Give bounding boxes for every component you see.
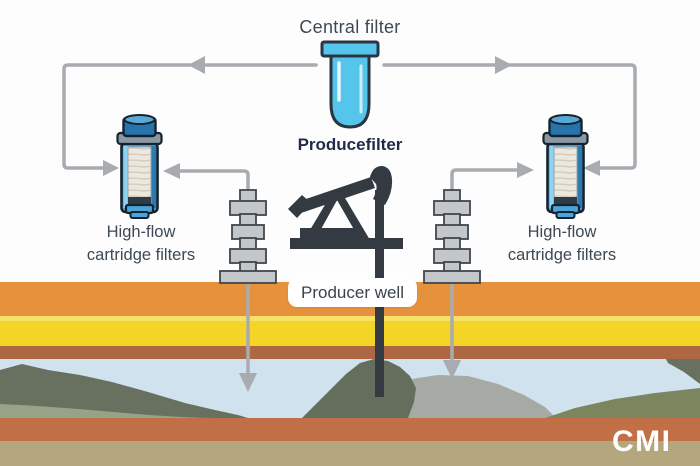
layer-yellow-top-strip (0, 316, 700, 321)
sage-strip-left (0, 404, 220, 418)
arrowhead-down-icon (239, 373, 257, 392)
layer-subsoil-rust (0, 418, 700, 441)
right-cartridge-label: High-flow cartridge filters (482, 221, 642, 267)
cmi-logo: CMI (612, 425, 672, 458)
arrowhead-left-icon (163, 163, 180, 179)
central-filter-cap (320, 40, 380, 58)
pumpjack-horsehead (370, 166, 393, 205)
arrowhead-right-icon (517, 162, 534, 178)
cartridge-filter-icon-left (116, 113, 163, 220)
arrowhead-right-icon (495, 56, 512, 74)
flow-line-left-loop (62, 63, 318, 170)
arrowhead-right-icon (103, 160, 119, 176)
wellhead-stack-left (219, 189, 277, 284)
flow-line-right-wellhead (450, 168, 528, 191)
right-cartridge-label-line1: High-flow (527, 223, 597, 241)
producer-well-label: Producer well (288, 278, 417, 307)
wellhead-stack-right (423, 189, 481, 284)
arrowheads (103, 56, 600, 392)
central-filter-icon (320, 40, 380, 129)
left-cartridge-label: High-flow cartridge filters (61, 221, 221, 267)
pumpjack-counterweight (288, 195, 311, 218)
layer-bedrock-tan (0, 441, 700, 466)
flow-line-right-loop (382, 63, 637, 170)
central-filter-label: Central filter (299, 17, 401, 37)
flow-line-left-wellhead (168, 169, 250, 193)
mountain-center (302, 359, 416, 418)
central-filter-body (329, 53, 371, 129)
pumpjack-base (290, 238, 403, 249)
arrowhead-down-icon (443, 360, 461, 379)
arrowhead-left-icon (188, 56, 205, 74)
arrowhead-left-icon (583, 160, 600, 176)
pumpjack-step (300, 228, 362, 240)
mountain-far-right (666, 359, 700, 384)
layer-rust (0, 346, 700, 359)
left-cartridge-label-line1: High-flow (106, 223, 176, 241)
left-cartridge-label-line2: cartridge filters (86, 246, 196, 264)
ground-layers (0, 282, 700, 466)
ridge-right (545, 388, 700, 418)
cartridge-filter-icon-right (542, 113, 589, 220)
produce-filter-label: Producefilter (297, 135, 403, 154)
right-cartridge-label-line2: cartridge filters (507, 246, 617, 264)
flow-lines (62, 63, 637, 376)
mountain-left (0, 364, 248, 418)
